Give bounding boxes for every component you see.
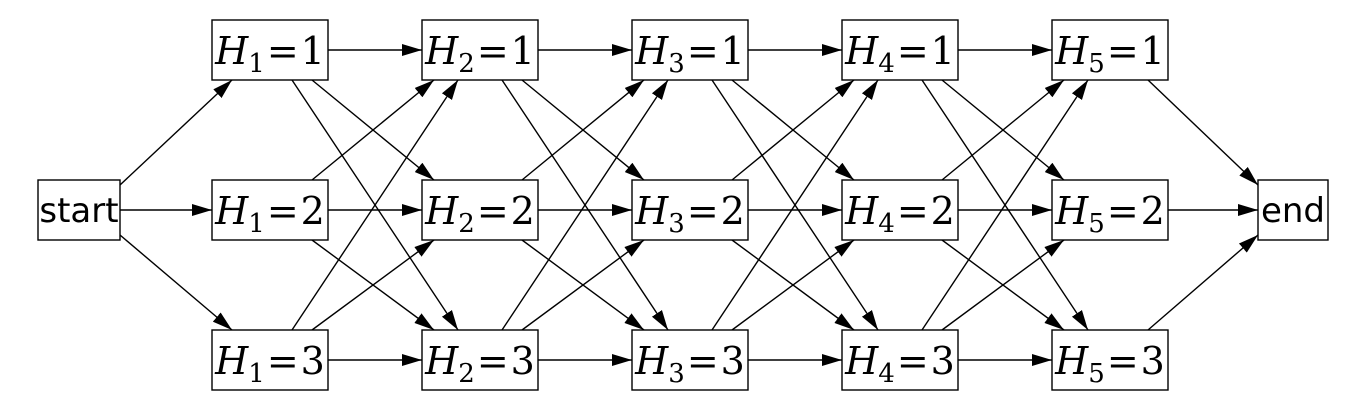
edge-h5-1-end [1147,79,1259,186]
edge-start-h1-1 [119,79,233,186]
node-label: H1=1 [214,29,325,79]
node-label: H2=3 [424,339,535,389]
node-label: H4=2 [844,189,955,239]
node-label: H3=1 [634,29,745,79]
node-h5-3: H5=3 [1051,329,1169,391]
edge-h1-3-to-h2-1 [291,79,459,331]
edge-h5-3-end [1147,234,1259,331]
node-label: H2=1 [424,29,535,79]
edge-h1-3-to-h2-2 [311,239,435,331]
edge-h4-3-to-h5-2 [941,239,1065,331]
node-label: H1=2 [214,189,325,239]
edge-h3-3-to-h4-1 [711,79,879,331]
edges [119,44,1259,366]
edge-start-h1-3 [119,234,233,331]
node-h4-1: H4=1 [841,19,959,81]
edge-h4-3-to-h5-1 [921,79,1089,331]
node-h1-3: H1=3 [211,329,329,391]
node-label: H5=2 [1054,189,1165,239]
node-h2-1: H2=1 [421,19,539,81]
node-label: H2=2 [424,189,535,239]
end-label: end [1261,191,1325,231]
node-label: H5=3 [1054,339,1165,389]
node-label: H5=1 [1054,29,1165,79]
node-h4-3: H4=3 [841,329,959,391]
node-h3-1: H3=1 [631,19,749,81]
node-label: H1=3 [214,339,325,389]
start-label: start [39,191,118,231]
edge-h4-2-to-h5-1 [941,79,1065,181]
edge-h2-3-to-h3-1 [501,79,669,331]
node-h1-1: H1=1 [211,19,329,81]
node-h4-2: H4=2 [841,179,959,241]
node-h2-2: H2=2 [421,179,539,241]
node-label: H4=1 [844,29,955,79]
edge-h2-2-to-h3-1 [521,79,645,181]
node-h3-3: H3=3 [631,329,749,391]
node-h2-3: H2=3 [421,329,539,391]
node-label: H3=2 [634,189,745,239]
end-node: end [1257,179,1329,241]
nodes: start end H1=1H1=2H1=3 H2=1H2=2H2=3 H3=1H3… [37,19,1329,391]
node-h1-2: H1=2 [211,179,329,241]
node-label: H4=3 [844,339,955,389]
edge-h2-3-to-h3-2 [521,239,645,331]
edge-h1-2-to-h2-1 [311,79,435,181]
node-h5-1: H5=1 [1051,19,1169,81]
edge-h3-3-to-h4-2 [731,239,855,331]
node-label: H3=3 [634,339,745,389]
edge-h3-2-to-h4-1 [731,79,855,181]
node-h3-2: H3=2 [631,179,749,241]
start-node: start [37,179,121,241]
node-h5-2: H5=2 [1051,179,1169,241]
